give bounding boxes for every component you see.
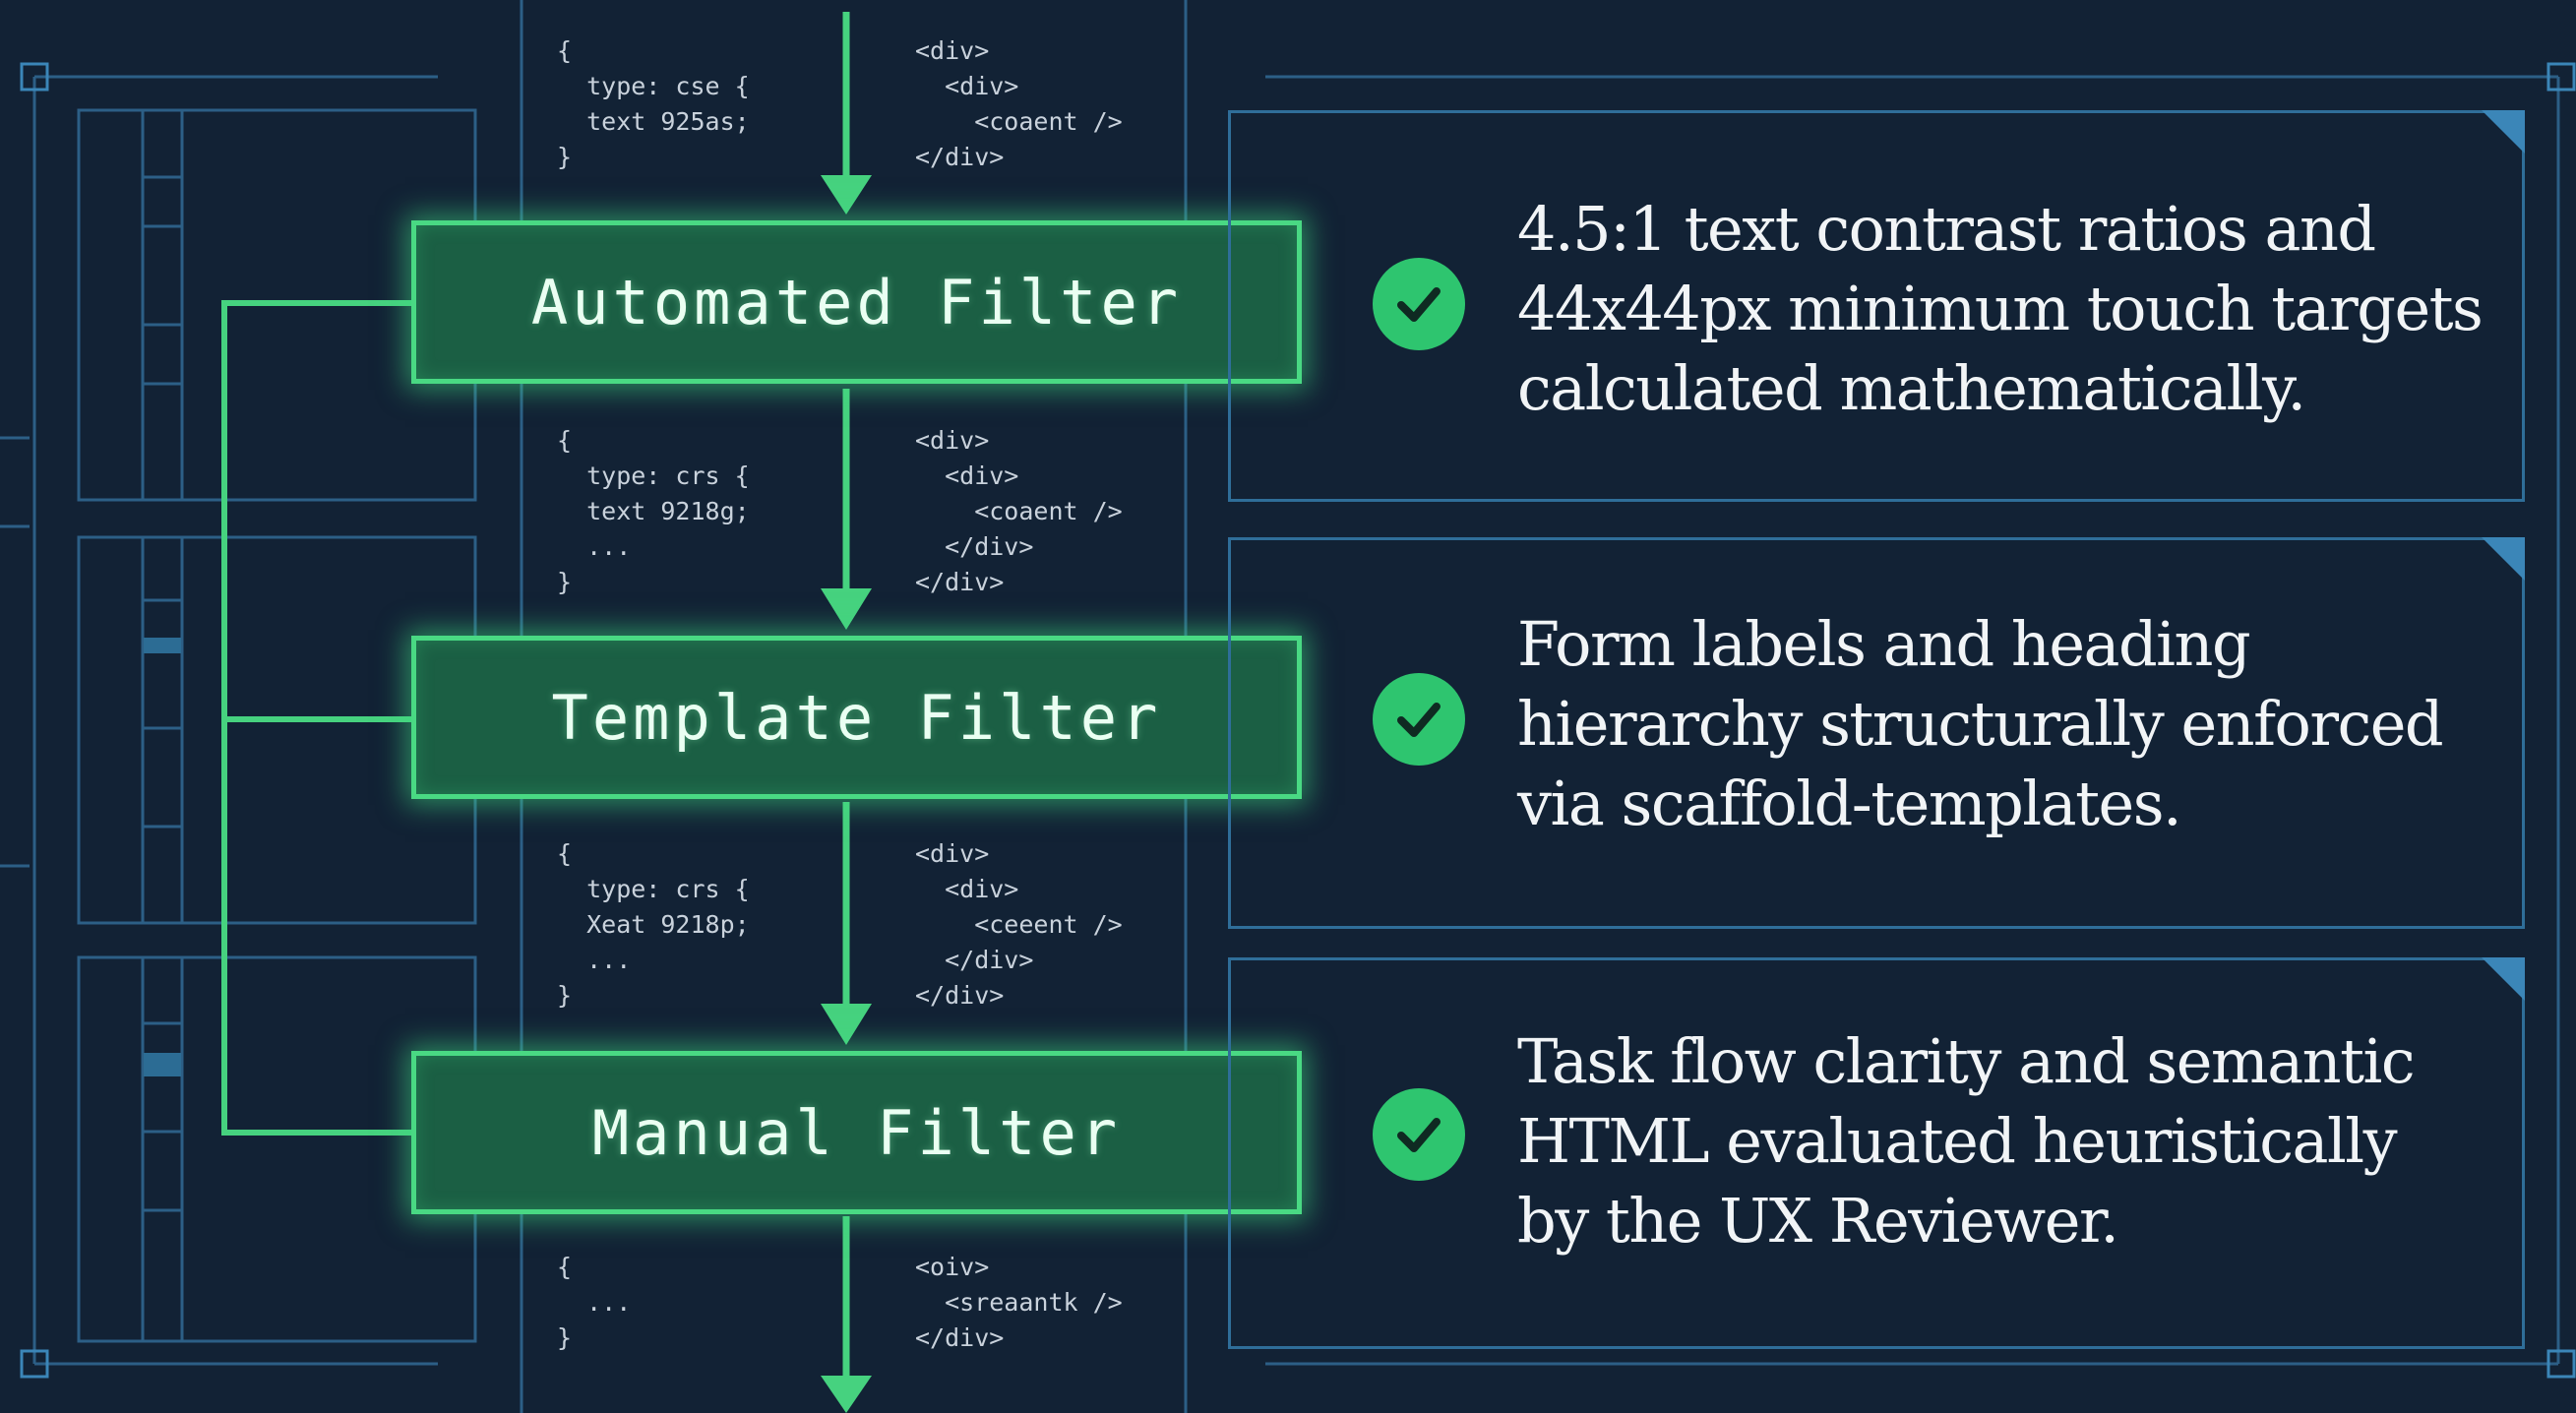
check-circle-icon (1373, 1088, 1465, 1181)
description-panel (1228, 110, 2525, 502)
code-snippet-markup: <div> <div> <ceeent /> </div> </div> (915, 839, 1123, 1010)
description-line: Task flow clarity and semantic (1517, 1025, 2416, 1097)
description-line: 4.5:1 text contrast ratios and (1517, 193, 2376, 265)
code-snippet-markup: <div> <div> <coaent /> </div> </div> (915, 426, 1123, 596)
panel-corner-marker (2482, 537, 2525, 581)
code-snippet-markup: <oiv> <sreaantk /> </div> (915, 1253, 1123, 1352)
description-line: HTML evaluated heuristically (1517, 1105, 2398, 1177)
code-snippet-object: { ... } (557, 1253, 632, 1352)
description-line: hierarchy structurally enforced (1517, 688, 2444, 760)
description-panel (1228, 957, 2525, 1349)
manual-filter-box: Manual Filter (411, 1051, 1302, 1214)
filter-label: Template Filter (551, 681, 1162, 754)
automated-filter-description: 4.5:1 text contrast ratios and 44x44px m… (1517, 189, 2511, 428)
manual-filter-description: Task flow clarity and semantic HTML eval… (1517, 1021, 2511, 1260)
description-line: by the UX Reviewer. (1517, 1185, 2119, 1257)
code-snippet-object: { type: cse { text 925as; } (557, 36, 750, 171)
code-snippet-object: { type: crs { Xeat 9218p; ... } (557, 839, 750, 1010)
panel-corner-marker (2482, 957, 2525, 1001)
description-panel (1228, 537, 2525, 929)
panel-corner-marker (2482, 110, 2525, 154)
template-filter-description: Form labels and heading hierarchy struct… (1517, 604, 2511, 843)
filter-label: Automated Filter (530, 266, 1183, 338)
code-snippet-markup: <div> <div> <coaent /> </div> (915, 36, 1123, 171)
automated-filter-box: Automated Filter (411, 220, 1302, 384)
description-line: Form labels and heading (1517, 608, 2251, 680)
check-circle-icon (1373, 258, 1465, 350)
description-line: via scaffold-templates. (1517, 768, 2182, 839)
check-circle-icon (1373, 673, 1465, 766)
description-line: 44x44px minimum touch targets (1517, 273, 2484, 344)
filter-label: Manual Filter (591, 1096, 1122, 1169)
template-filter-box: Template Filter (411, 636, 1302, 799)
description-line: calculated mathematically. (1517, 352, 2306, 424)
code-snippet-object: { type: crs { text 9218g; ... } (557, 426, 750, 596)
